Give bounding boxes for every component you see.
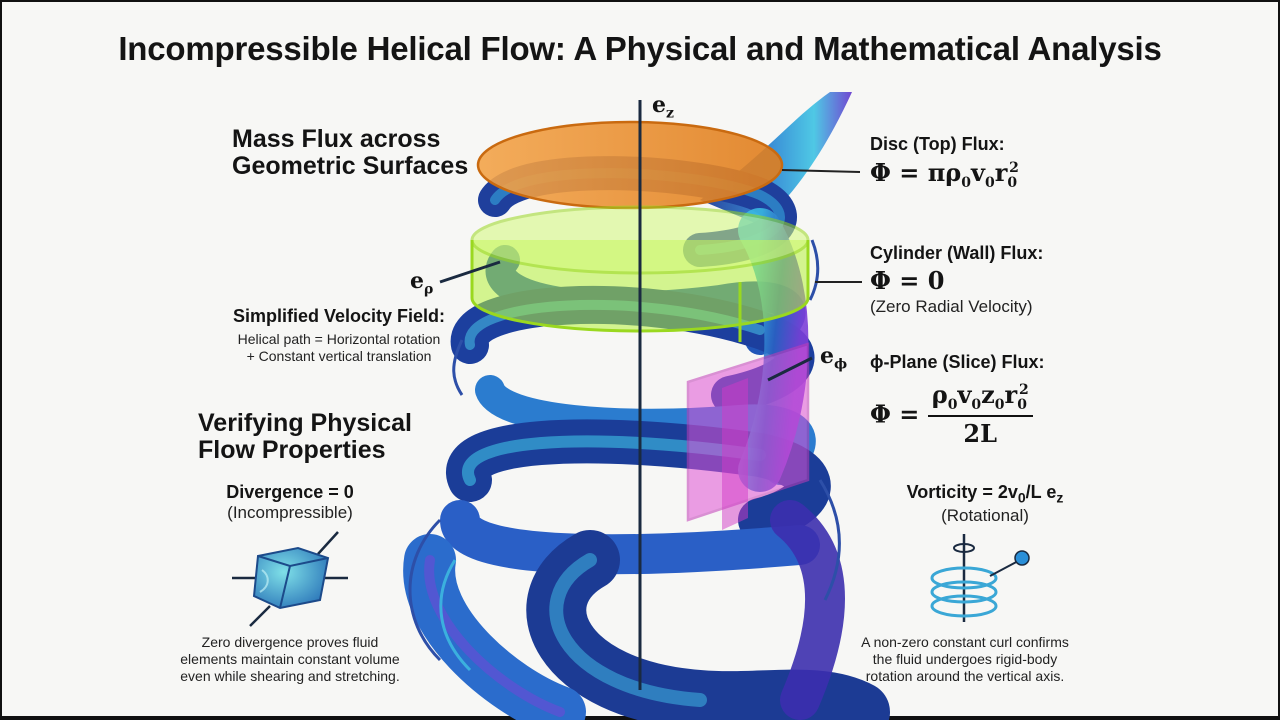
divergence-block: Divergence = 0 (Incompressible)	[190, 482, 390, 523]
vorticity-heading: Vorticity = 2v0/L ez	[906, 482, 1064, 506]
cylinder-flux-equation: Φ = 0	[870, 266, 945, 295]
vorticity-icon	[930, 534, 1030, 622]
flow-swoosh-lines	[408, 239, 841, 672]
callout-lines	[781, 169, 862, 283]
verify-heading: Verifying Physical Flow Properties	[198, 409, 412, 464]
phi-axis	[767, 356, 813, 382]
disc-flux-equation: Φ = πρ0v0r02	[870, 158, 1019, 191]
vorticity-description: A non-zero constant curl confirms the fl…	[861, 634, 1069, 684]
disc-flux-heading: Disc (Top) Flux:	[870, 134, 1005, 154]
velocity-field-block: Simplified Velocity Field: Helical path …	[224, 306, 454, 365]
phi-flux-heading: ϕ-Plane (Slice) Flux:	[870, 352, 1045, 372]
erho-label: eρ	[410, 268, 434, 298]
divergence-description: Zero divergence proves fluid elements ma…	[180, 634, 400, 684]
cube-icon	[232, 531, 348, 627]
velocity-field-heading: Simplified Velocity Field:	[232, 306, 446, 326]
velocity-field-line2: + Constant vertical translation	[246, 348, 432, 364]
cylinder-flux-heading: Cylinder (Wall) Flux:	[870, 243, 1044, 263]
mass-flux-heading: Mass Flux across Geometric Surfaces	[232, 125, 469, 180]
phi-flux-equation: Φ = ρ0v0z0r02 2L	[870, 380, 1033, 448]
cylinder-flux-note: (Zero Radial Velocity)	[870, 297, 1033, 316]
divergence-sub: (Incompressible)	[227, 503, 353, 522]
ephi-label: eϕ	[820, 343, 848, 373]
phi-plane-surface	[686, 342, 810, 530]
velocity-field-line1: Helical path = Horizontal rotation	[237, 331, 441, 347]
divergence-heading: Divergence = 0	[226, 482, 354, 502]
ez-label: ez	[652, 92, 674, 122]
vorticity-sub: (Rotational)	[941, 505, 1029, 525]
rho-axis	[439, 260, 501, 284]
vorticity-block: Vorticity = 2v0/L ez (Rotational)	[880, 482, 1090, 526]
page-title: Incompressible Helical Flow: A Physical …	[118, 30, 1162, 67]
disc-surface	[476, 120, 784, 210]
